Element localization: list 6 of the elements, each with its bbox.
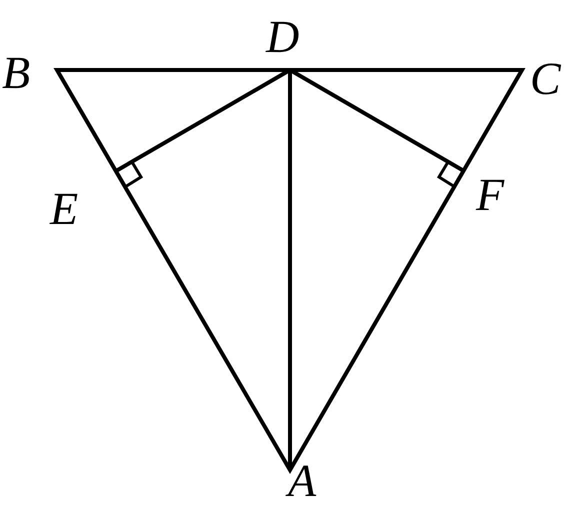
point-label: F	[476, 172, 504, 218]
point-label: D	[266, 14, 300, 60]
point-label: A	[288, 458, 316, 504]
point-label: C	[530, 56, 561, 102]
point-label: B	[2, 50, 30, 96]
point-label: E	[50, 186, 78, 232]
